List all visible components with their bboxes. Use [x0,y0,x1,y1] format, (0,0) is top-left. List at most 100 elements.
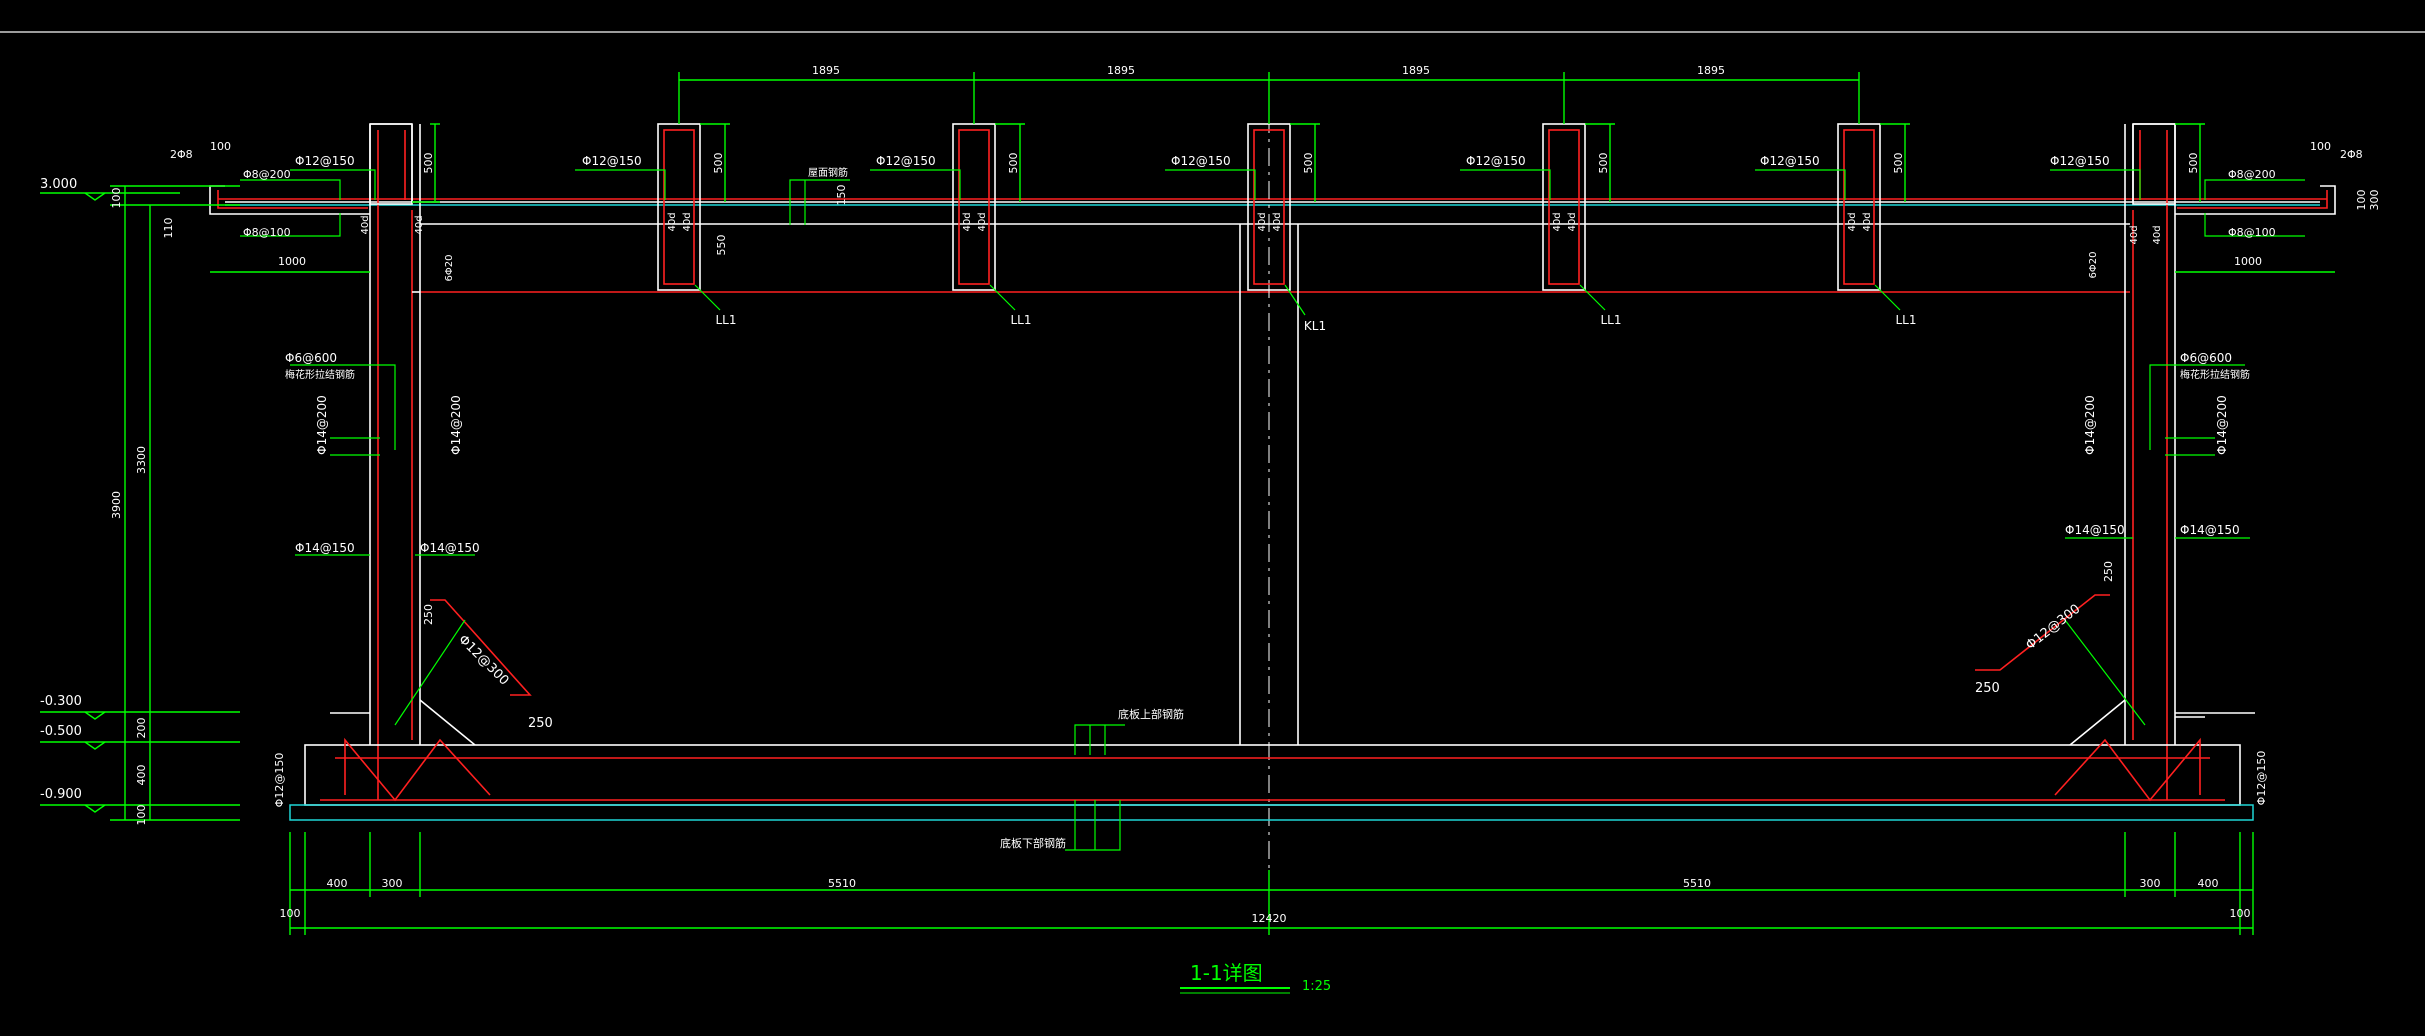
elevation-roof: 3.000 [40,177,77,192]
cant-rebar-100-left: Φ8@100 [243,226,291,239]
dim-total: 12420 [1252,912,1287,925]
top-dimension-chain [678,72,1860,124]
wall-rebar-labels: Φ6@600 梅花形拉结钢筋 Φ6@600 梅花形拉结钢筋 Φ14@200 Φ1… [285,351,2250,555]
elevation-ground: -0.300 [40,694,82,709]
inner-rebar-right-a: Φ14@150 [2065,523,2125,537]
beam-ll1-4 [1837,123,1881,291]
anchor-b2b: 40d [977,212,988,231]
cant-rebar-100-right: Φ8@100 [2228,226,2276,239]
dim-150-roof: 150 [835,185,848,206]
slab-labels: Φ12@150 Φ12@150 底板上部钢筋 底板下部钢筋 屋面钢筋 [273,166,2268,850]
beam-h-3: 500 [1302,153,1315,174]
beam-ll1-3 [1542,123,1586,291]
beam-height-labels: 500 500 500 500 500 500 500 150 550 [422,153,2200,256]
bottom-dim-labels: 400 300 5510 5510 300 400 12420 100 100 [280,877,2251,925]
outer-rebar-left-b: Φ14@200 [449,395,463,455]
dim-110: 110 [162,218,175,239]
bars-6phi20-left: 6Φ20 [444,255,455,282]
anchor-labels: 40d 40d 40d 40d 40d 40d 40d 40d 40d 40d … [360,212,2163,281]
anchor-b4a: 40d [1552,212,1563,231]
outer-rebar-right: Φ14@200 [2083,395,2097,455]
cant-rebar-200-left: Φ8@200 [243,168,291,181]
top-dim-1: 1895 [812,64,840,77]
top-dim-2: 1895 [1107,64,1135,77]
base-slab [289,712,2255,821]
tie-left: Φ6@600 [285,351,337,365]
beam-group [369,123,2176,291]
dim-edge-left: 100 [280,907,301,920]
beam-h-left-wall: 500 [422,153,435,174]
beam-h-1: 500 [712,153,725,174]
anchor-b5a: 40d [1847,212,1858,231]
top-dim-4: 1895 [1697,64,1725,77]
inner-rebar-left-a: Φ14@150 [295,541,355,555]
inner-rebar-left-b: Φ14@150 [420,541,480,555]
anchor-right-wall: 40d [2129,225,2140,244]
dim-3300: 3300 [135,446,148,474]
anchor-b1a: 40d [667,212,678,231]
beam-label-ll1-3: LL1 [1600,313,1621,327]
rebar-leaders [210,169,2335,851]
anchor-b3b: 40d [1272,212,1283,231]
cant-len-right: 1000 [2234,255,2262,268]
elevation-ext: -0.500 [40,724,82,739]
corner-bars-left: 2Φ8 [170,148,193,161]
dim-100-bottom: 100 [135,805,148,826]
dim-550-beam: 550 [715,235,728,256]
haunch-vert-right: 250 [2102,561,2115,582]
beam-label-ll1-1: LL1 [715,313,736,327]
elevation-labels: 3.000 -0.300 -0.500 -0.900 [40,177,82,802]
cant-len-left: 1000 [278,255,306,268]
right-wall [2124,123,2176,800]
beam-ll1-1 [657,123,701,291]
tie-right: Φ6@600 [2180,351,2232,365]
dim-edge-right: 100 [2230,907,2251,920]
anchor-b2a: 40d [962,212,973,231]
dim-300-right: 300 [2140,877,2161,890]
top-dim-3: 1895 [1402,64,1430,77]
cant-rebar-200-right: Φ8@200 [2228,168,2276,181]
drawing-title: 1-1详图 [1190,961,1263,985]
dim-100-top: 100 [110,188,123,209]
inner-rebar-right-b: Φ14@150 [2180,523,2240,537]
haunch-rebar-right: Φ12@300 [2023,602,2083,654]
anchor-left-wall: 40d [360,215,371,234]
rebar-top-6: Φ12@150 [2050,154,2110,168]
vertical-dim-labels: 3900 3300 100 200 400 100 110 100 300 [110,188,2381,826]
drawing-scale: 1:25 [1302,979,1331,994]
left-elevation-dims [40,185,240,821]
beam-h-5: 500 [1892,153,1905,174]
dim-200: 200 [135,718,148,739]
haunch-rebar-left: Φ12@300 [455,632,511,688]
beam-label-ll1-2: LL1 [1010,313,1031,327]
note-bottom-bot: 底板下部钢筋 [1000,836,1066,850]
dim-3900: 3900 [110,491,123,519]
haunches [344,594,2201,802]
dim-400: 400 [135,765,148,786]
rebar-top-2: Φ12@150 [876,154,936,168]
dim-300-left: 300 [382,877,403,890]
beam-h-2: 500 [1007,153,1020,174]
beam-label-ll1-4: LL1 [1895,313,1916,327]
dim-5510-left: 5510 [828,877,856,890]
rebar-labels-top: Φ12@150 Φ12@150 Φ12@150 Φ12@150 Φ12@150 … [295,154,2110,168]
anchor-left-wall-b: 40d [414,215,425,234]
elevation-base: -0.900 [40,787,82,802]
dim-5510-right: 5510 [1683,877,1711,890]
rebar-top-5: Φ12@150 [1760,154,1820,168]
beam-h-4: 500 [1597,153,1610,174]
tie-note-right: 梅花形拉结钢筋 [2180,368,2250,381]
slab-edge-rebar-right: Φ12@150 [2255,751,2268,806]
anchor-b1b: 40d [682,212,693,231]
rebar-top-left: Φ12@150 [295,154,355,168]
outer-rebar-right-b: Φ14@200 [2215,395,2229,455]
anchor-b5b: 40d [1862,212,1873,231]
corner-bars-right: 2Φ8 [2340,148,2363,161]
beam-label-kl1: KL1 [1304,319,1326,333]
haunch-len-right: 250 [1975,681,2000,696]
haunch-vert-left: 250 [422,604,435,625]
beam-height-dims [412,123,2205,203]
anchor-right-wall-b: 40d [2152,225,2163,244]
left-wall [369,123,421,800]
